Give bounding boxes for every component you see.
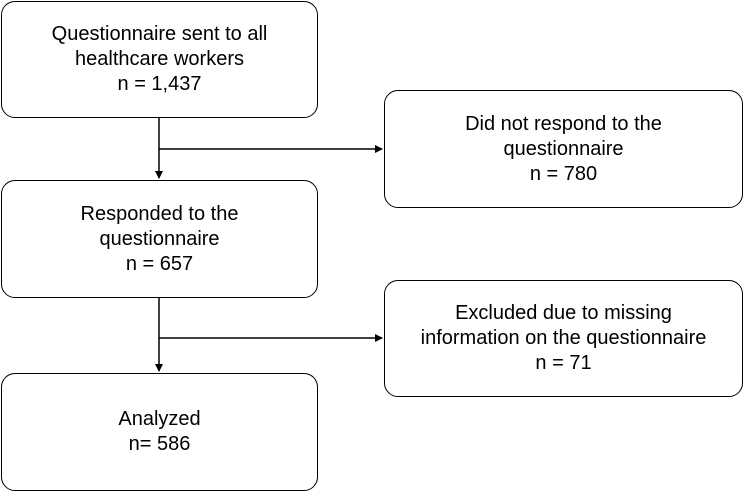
node-count: n = 71 [535, 352, 592, 374]
node-text-line: healthcare workers [75, 48, 244, 70]
node-responded: Responded to the questionnaire n = 657 [1, 180, 318, 298]
node-text-line: Did not respond to the [465, 112, 662, 135]
node-count: n = 657 [125, 252, 194, 275]
node-text-line: Excluded due to missing [455, 302, 672, 324]
node-text-line: Questionnaire sent to all [51, 23, 268, 45]
node-text-line: Responded to the [80, 202, 239, 225]
node-text-line: questionnaire [99, 227, 220, 250]
node-text-line: information on the questionnaire [420, 327, 707, 349]
node-did-not-respond: Did not respond to the questionnaire n =… [384, 90, 743, 208]
node-text-line: questionnaire [503, 137, 624, 160]
node-count: n = 780 [529, 162, 598, 185]
node-questionnaire-sent: Questionnaire sent to all healthcare wor… [1, 1, 318, 118]
node-excluded: Excluded due to missing information on t… [384, 280, 743, 397]
node-text-line: Analyzed [118, 408, 201, 430]
node-count: n= 586 [128, 433, 191, 455]
node-count: n = 1,437 [117, 73, 202, 95]
node-analyzed: Analyzed n= 586 [1, 373, 318, 491]
